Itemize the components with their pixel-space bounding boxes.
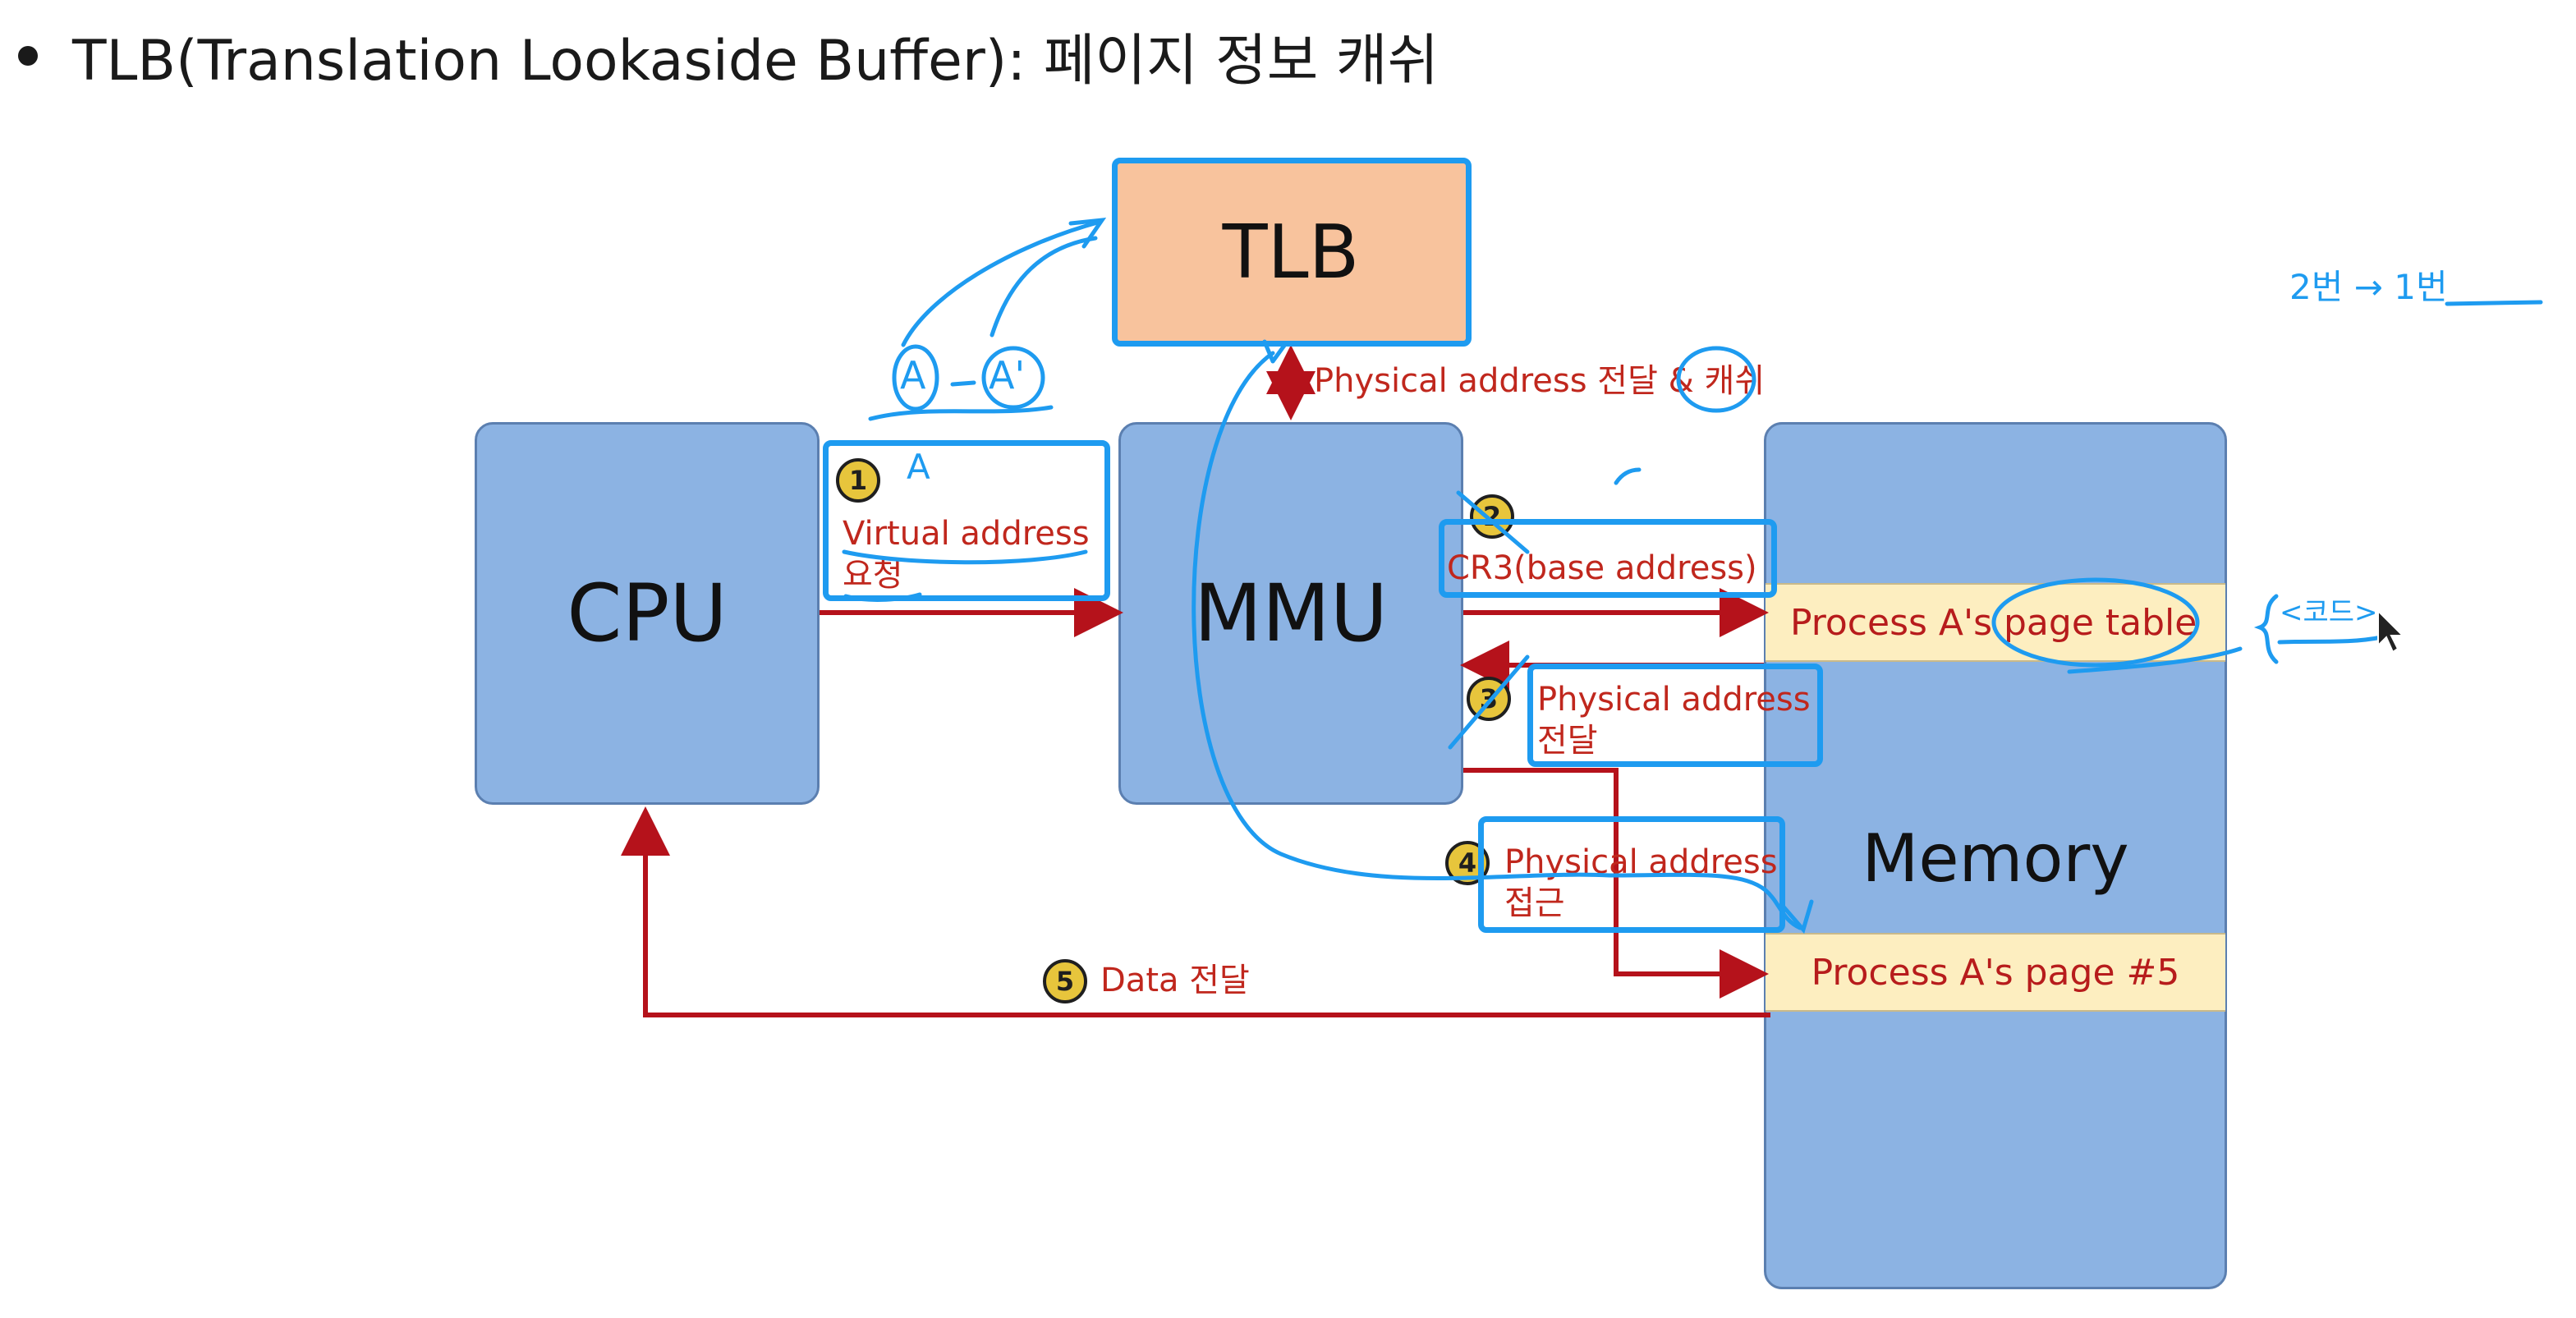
- step2-highlight: [1439, 519, 1777, 598]
- arrowhead-loop-end: [1779, 899, 1814, 935]
- step1-highlight: [823, 440, 1110, 601]
- arrow-mmu-to-page5: [1463, 768, 1769, 999]
- bullet-icon: [18, 45, 38, 66]
- heading-text: TLB(Translation Lookaside Buffer): 페이지 정…: [72, 29, 1440, 94]
- step5-badge: 5: [1043, 959, 1087, 1003]
- heading: TLB(Translation Lookaside Buffer): 페이지 정…: [15, 15, 1439, 96]
- cross-step2: [1456, 490, 1530, 554]
- circle-a-left: [892, 344, 939, 411]
- annotation-a-small: A: [907, 447, 930, 487]
- arrow-a-to-tlb-1: [990, 236, 1098, 338]
- memory-label: Memory: [1862, 820, 2129, 897]
- annotation-a-right: A': [989, 353, 1026, 397]
- underline-order-note: [2445, 300, 2543, 306]
- circle-a-right: [981, 346, 1045, 410]
- tlb-label: TLB: [1222, 209, 1360, 296]
- big-loop-stroke: [1192, 351, 1802, 930]
- step1-line1: Virtual address: [843, 515, 1090, 553]
- arrow-a-to-tlb-2: [901, 219, 1103, 347]
- underline-a: [868, 405, 1054, 421]
- arrowhead-a-to-tlb: [1068, 217, 1107, 249]
- circle-page-table: [1991, 577, 2200, 668]
- tlb-highlight: [1112, 158, 1472, 347]
- cpu-box: CPU: [475, 422, 820, 805]
- annotation-order-note: 2번 → 1번: [2289, 267, 2448, 307]
- dash-between-a: [950, 380, 976, 387]
- underline-page-table: [2067, 646, 2243, 674]
- step3-line2: 전달: [1537, 722, 1598, 760]
- underline-virtual-address: [842, 549, 1088, 565]
- step5-line1: Data 전달: [1100, 962, 1250, 999]
- page5-label: Process A's page #5: [1811, 951, 2180, 994]
- step2-line1: CR3(base address): [1447, 549, 1757, 587]
- loop-up-to-tlb: [1262, 339, 1288, 364]
- underline-code-note: [2277, 635, 2384, 645]
- mmu-label: MMU: [1194, 567, 1388, 659]
- cross-step3: [1448, 654, 1530, 750]
- step3-highlight: [1527, 664, 1823, 767]
- tlb-link-label: Physical address 전달 & 캐쉬: [1314, 362, 1766, 400]
- cursor-icon: [2377, 608, 2405, 654]
- step3-line1: Physical address: [1537, 681, 1811, 719]
- arrow-memory-to-cpu: [621, 806, 1770, 1017]
- circle-cache-word: [1676, 346, 1756, 413]
- tlb-box: TLB: [1114, 161, 1468, 343]
- step4-highlight: [1478, 816, 1785, 933]
- cpu-label: CPU: [567, 567, 728, 659]
- step2-badge: 2: [1470, 494, 1514, 539]
- step1-badge: 1: [836, 458, 880, 503]
- step1-line2: 요청: [843, 556, 903, 594]
- memory-box: Memory: [1764, 422, 2227, 1289]
- annotation-a-left: A: [900, 353, 926, 397]
- page5-strip: Process A's page #5: [1766, 933, 2225, 1012]
- step4-line2: 접근: [1504, 884, 1565, 922]
- brace-code: [2253, 594, 2279, 664]
- underline-request: [843, 592, 922, 602]
- tick-mark: [1614, 467, 1642, 485]
- annotation-code-note: <코드>: [2280, 596, 2378, 629]
